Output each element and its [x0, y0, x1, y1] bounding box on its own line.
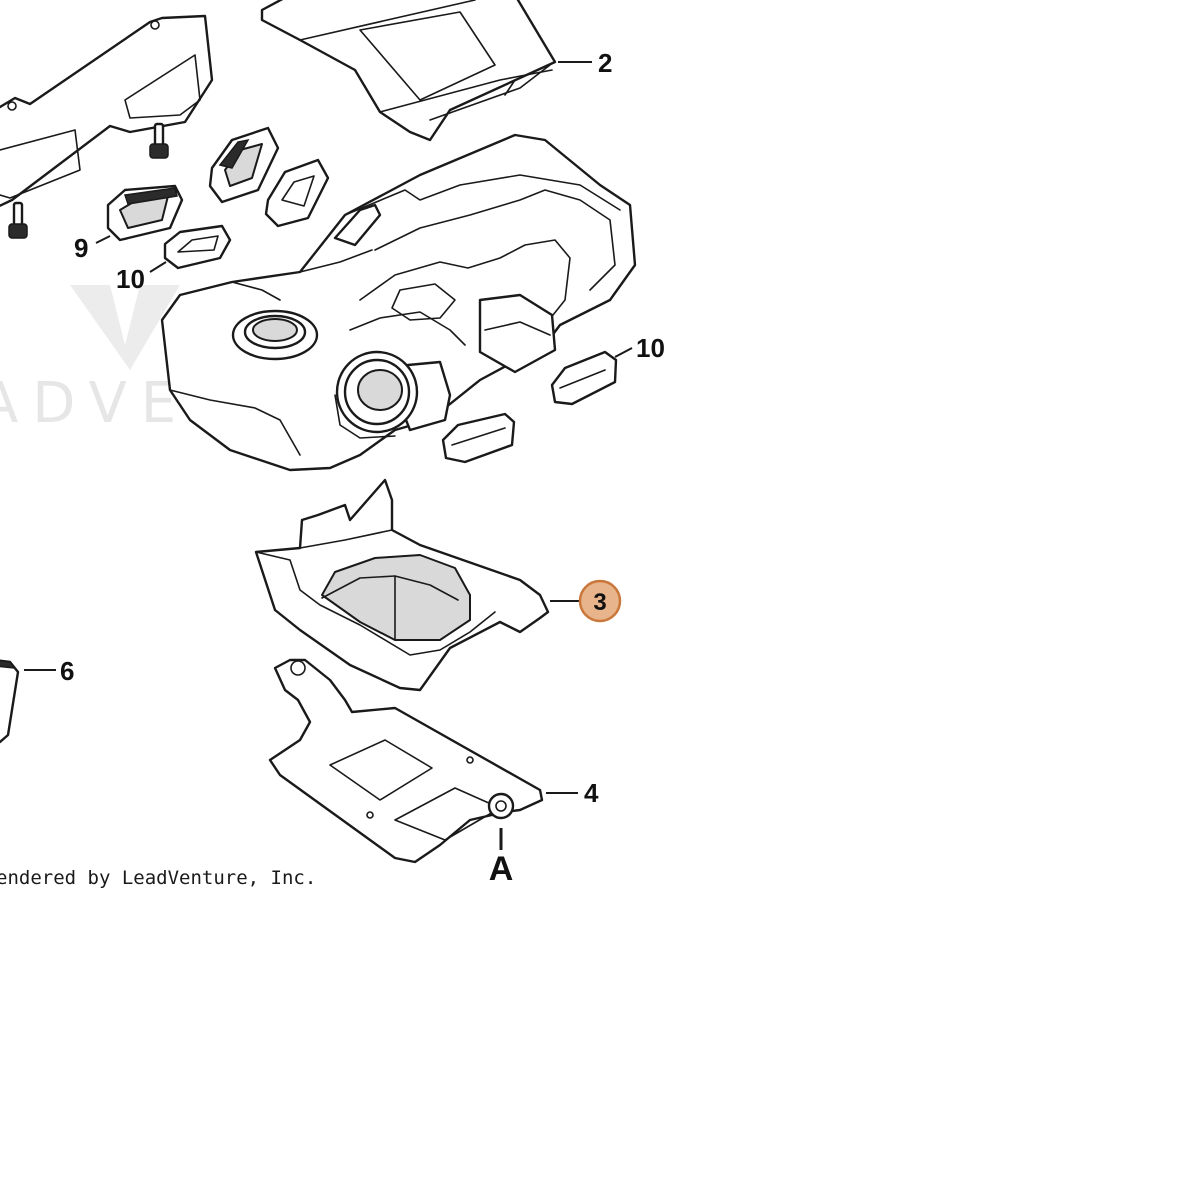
view-a-marker[interactable]: A — [489, 828, 514, 888]
grommet-10-right[interactable] — [550, 350, 618, 406]
part-2-top-cover[interactable] — [260, 0, 557, 142]
bolt-lower[interactable] — [8, 201, 28, 239]
part-4-mount-plate[interactable] — [268, 658, 544, 864]
callout-9[interactable]: 9 — [74, 233, 111, 263]
grommet-upper-2[interactable] — [264, 158, 330, 228]
callout-2[interactable]: 2 — [558, 48, 612, 78]
callout-10-right-label: 10 — [636, 333, 665, 363]
fuel-tank[interactable] — [160, 133, 637, 472]
part-6-bracket[interactable] — [0, 659, 20, 744]
grommet-10-left[interactable] — [163, 224, 232, 270]
callout-10-left-label: 10 — [116, 264, 145, 294]
callout-3-highlight-circle[interactable] — [578, 579, 622, 623]
bolt-upper[interactable] — [149, 122, 169, 159]
left-bracket[interactable] — [0, 14, 214, 208]
part-3-heat-shield[interactable] — [254, 478, 550, 692]
callout-6-label: 6 — [60, 656, 74, 686]
callout-10-left[interactable]: 10 — [116, 261, 167, 294]
callout-3-highlighted[interactable]: 3 — [550, 579, 622, 623]
callout-3-label: 3 — [593, 589, 606, 616]
callout-6[interactable]: 6 — [24, 656, 74, 686]
grommet-lower-right[interactable] — [441, 412, 516, 464]
callout-4-label: 4 — [584, 778, 599, 808]
callout-10-right[interactable]: 10 — [614, 333, 665, 363]
grommet-9[interactable] — [106, 184, 184, 242]
callout-2-label: 2 — [598, 48, 612, 78]
callout-9-label: 9 — [74, 233, 88, 263]
grommet-upper-1[interactable] — [208, 126, 280, 204]
callout-4[interactable]: 4 — [546, 778, 599, 808]
copyright-text: endered by LeadVenture, Inc. — [0, 867, 316, 889]
view-a-label: A — [489, 850, 514, 888]
